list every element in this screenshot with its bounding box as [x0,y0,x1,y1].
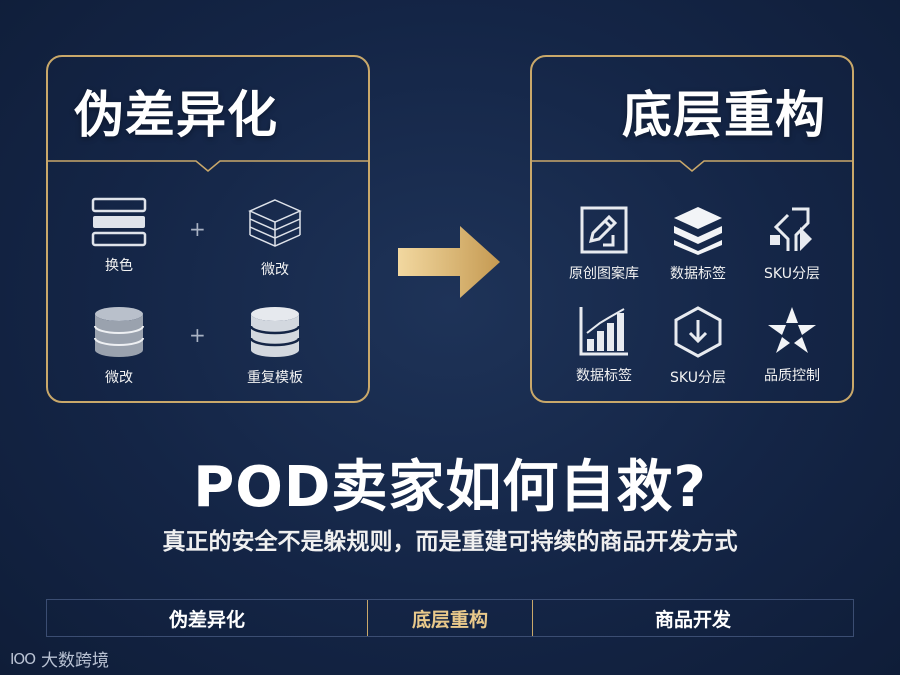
item-data-tags-2: 数据标签 [562,305,646,385]
headline: POD卖家如何自救? [193,455,707,520]
database-gray-icon [94,307,144,357]
bar-item-pseudo-differentiation: 伪差异化 [168,608,245,631]
watermark-logo: IOO [10,649,36,668]
item-label: 微改 [105,370,133,386]
item-label: 品质控制 [764,368,820,384]
plus-sign: + [189,323,206,347]
item-label: 数据标签 [576,368,632,384]
item-tweak-2: 微改 [88,305,150,387]
item-label: SKU分层 [670,370,726,386]
subline: 真正的安全不是躲规则，而是重建可持续的商品开发方式 [162,529,738,555]
item-quality-control: 品质控制 [750,305,834,385]
watermark-text: 大数跨境 [41,651,110,671]
bottom-bar: 伪差异化 底层重构 商品开发 [46,599,854,637]
item-sku-tier-2: SKU分层 [656,305,740,387]
arrow-right-icon [398,226,500,298]
item-label: 重复模板 [247,370,303,386]
layers-icon [674,207,722,255]
item-original-library: 原创图案库 [562,205,646,283]
panel-divider [532,160,852,172]
item-label: 数据标签 [670,266,726,282]
item-label: 换色 [105,258,133,274]
download-hexagon-icon [674,306,722,358]
item-tweak: 微改 [240,197,310,279]
wireframe-layers-icon [248,199,302,247]
plus-sign: + [189,217,206,241]
item-data-tags: 数据标签 [656,205,740,283]
right-panel: 底层重构 原创图案库 数据标签 SKU分层 [530,55,854,403]
bar-item-underlying-rebuild: 底层重构 [367,600,533,636]
panel-divider [48,160,368,172]
item-label: SKU分层 [764,266,820,282]
item-sku-tier: SKU分层 [750,205,834,283]
quality-star-icon [768,307,816,353]
bar-chart-icon [579,307,628,356]
item-color-change: 换色 [88,197,150,275]
stacked-bars-icon [91,197,147,247]
item-label: 原创图案库 [569,266,639,282]
database-icon [249,307,301,357]
left-panel: 伪差异化 换色 + 微改 微改 + [46,55,370,403]
split-shape-icon [770,207,812,251]
bar-item-product-development: 商品开发 [654,608,731,631]
watermark: IOO 大数跨境 [10,646,110,672]
right-panel-title: 底层重构 [622,86,826,144]
design-edit-icon [580,206,628,254]
left-panel-title: 伪差异化 [74,86,278,144]
item-label: 微改 [261,262,289,278]
item-repeat-template: 重复模板 [240,305,310,387]
